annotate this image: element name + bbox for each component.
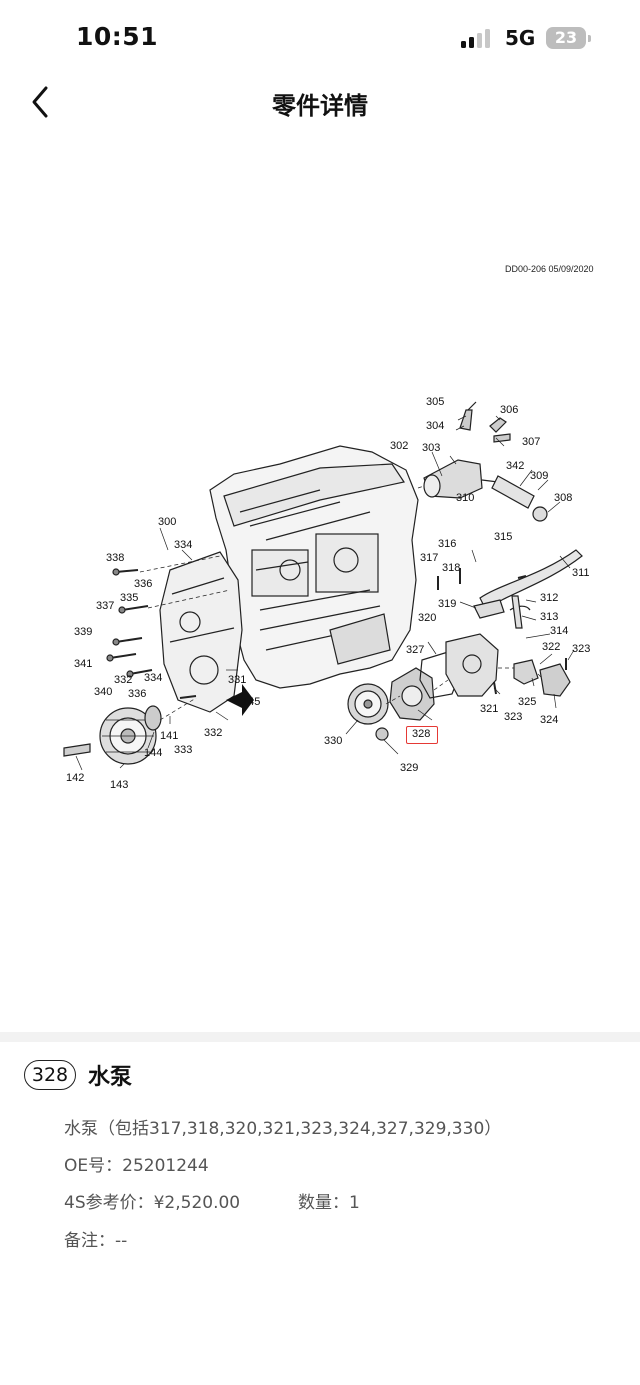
callout-145[interactable]: 145	[242, 696, 261, 708]
back-button[interactable]	[24, 82, 60, 122]
callout-323-top[interactable]: 323	[572, 643, 591, 655]
callout-308[interactable]: 308	[554, 492, 573, 504]
part-price: 4S参考价：¥2,520.00	[64, 1193, 241, 1213]
callout-307[interactable]: 307	[522, 436, 541, 448]
part-note: 备注：--	[64, 1231, 128, 1251]
callout-141[interactable]: 141	[160, 730, 179, 742]
callout-334-top[interactable]: 334	[174, 539, 193, 551]
callout-312[interactable]: 312	[540, 592, 559, 604]
callout-332-left[interactable]: 332	[114, 674, 133, 686]
part-description: 水泵（包括317,318,320,321,323,324,327,329,330…	[64, 1119, 502, 1139]
engine-illustration	[63, 401, 583, 771]
callout-317[interactable]: 317	[420, 552, 439, 564]
callout-323-bottom[interactable]: 323	[504, 711, 523, 723]
part-quantity: 数量：1	[298, 1193, 360, 1213]
callout-332-right[interactable]: 332	[204, 727, 223, 739]
callout-329[interactable]: 329	[400, 762, 419, 774]
battery-icon: 23	[546, 27, 586, 49]
selected-part-highlight	[406, 726, 438, 744]
callout-334-bottom[interactable]: 334	[144, 672, 163, 684]
callout-322[interactable]: 322	[542, 641, 561, 653]
callout-328[interactable]: 328	[412, 728, 431, 740]
callout-318[interactable]: 318	[442, 562, 461, 574]
callout-341[interactable]: 341	[74, 658, 93, 670]
callout-327[interactable]: 327	[406, 644, 425, 656]
callout-304[interactable]: 304	[426, 420, 445, 432]
callout-333[interactable]: 333	[174, 744, 193, 756]
callout-309[interactable]: 309	[530, 470, 549, 482]
callout-144[interactable]: 144	[144, 747, 163, 759]
callout-314[interactable]: 314	[550, 625, 569, 637]
battery-level: 23	[554, 28, 578, 47]
callout-313[interactable]: 313	[540, 611, 559, 623]
callout-339[interactable]: 339	[74, 626, 93, 638]
callout-305[interactable]: 305	[426, 396, 445, 408]
network-type: 5G	[505, 26, 536, 50]
callout-302[interactable]: 302	[390, 440, 409, 452]
callout-142[interactable]: 142	[66, 772, 85, 784]
callout-321[interactable]: 321	[480, 703, 499, 715]
callout-340[interactable]: 340	[94, 686, 113, 698]
status-time: 10:51	[76, 22, 159, 51]
part-name: 水泵	[88, 1065, 133, 1090]
callout-319[interactable]: 319	[438, 598, 457, 610]
callout-337[interactable]: 337	[96, 600, 115, 612]
callout-300[interactable]: 300	[158, 516, 177, 528]
callout-338[interactable]: 338	[106, 552, 125, 564]
part-oe-number: OE号：25201244	[64, 1156, 209, 1176]
callout-325[interactable]: 325	[518, 696, 537, 708]
part-number-badge: 328	[24, 1060, 76, 1090]
status-bar: 10:51 5G 23	[0, 0, 640, 76]
callout-336-bottom[interactable]: 336	[128, 688, 147, 700]
callout-320[interactable]: 320	[418, 612, 437, 624]
chevron-left-icon	[32, 86, 48, 118]
section-divider	[0, 1032, 640, 1042]
callout-316[interactable]: 316	[438, 538, 457, 550]
callout-310[interactable]: 310	[456, 492, 475, 504]
callout-335[interactable]: 335	[120, 592, 139, 604]
callout-342[interactable]: 342	[506, 460, 525, 472]
battery-cap	[588, 35, 591, 42]
nav-bar: 零件详情	[0, 76, 640, 130]
callout-336-top[interactable]: 336	[134, 578, 153, 590]
callout-311[interactable]: 311	[572, 567, 590, 579]
drawing-code: DD00-206 05/09/2020	[505, 264, 594, 274]
callout-303[interactable]: 303	[422, 442, 441, 454]
signal-icon	[461, 28, 495, 48]
callout-324[interactable]: 324	[540, 714, 559, 726]
parts-diagram: DD00-206 05/09/2020	[20, 250, 620, 810]
page-title: 零件详情	[272, 92, 368, 120]
callout-330[interactable]: 330	[324, 735, 343, 747]
callout-306[interactable]: 306	[500, 404, 519, 416]
callout-331[interactable]: 331	[228, 674, 247, 686]
callout-315[interactable]: 315	[494, 531, 513, 543]
callout-143[interactable]: 143	[110, 779, 129, 791]
